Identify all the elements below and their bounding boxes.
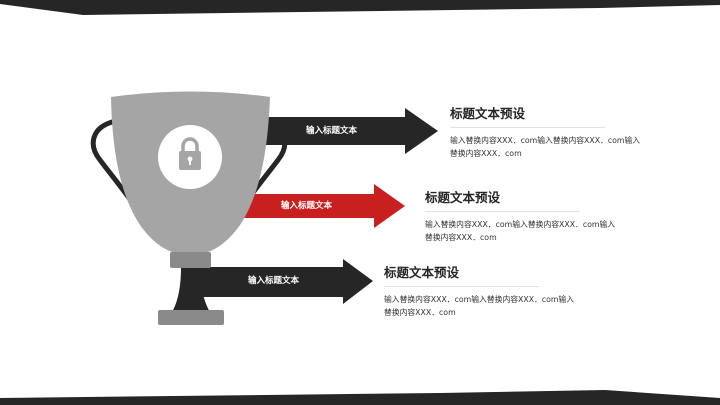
block-2-title: 标题文本预设 — [425, 191, 580, 212]
text-block-2: 标题文本预设 输入替换内容XXX．com输入替换内容XXX．com输入替换内容X… — [425, 191, 655, 244]
trophy-stem — [172, 268, 210, 312]
arrow-1 — [258, 108, 438, 154]
text-block-3: 标题文本预设 输入替换内容XXX．com输入替换内容XXX．com输入替换内容X… — [384, 266, 614, 319]
bottom-band — [0, 390, 720, 405]
trophy-base — [158, 310, 224, 325]
top-band — [0, 0, 720, 15]
block-3-title: 标题文本预设 — [384, 266, 539, 287]
arrow-2-label: 输入标题文本 — [281, 201, 333, 211]
block-1-body: 输入替换内容XXX．com输入替换内容XXX．com输入替换内容XXX．com — [450, 135, 641, 158]
arrow-3-label: 输入标题文本 — [248, 276, 300, 286]
lock-icon — [179, 137, 201, 170]
text-block-1: 标题文本预设 输入替换内容XXX．com输入替换内容XXX．com输入替换内容X… — [450, 107, 680, 160]
trophy-neck — [170, 252, 211, 268]
arrow-3 — [182, 259, 373, 304]
block-1-title: 标题文本预设 — [450, 107, 605, 128]
block-3-body: 输入替换内容XXX．com输入替换内容XXX．com输入替换内容XXX．com — [384, 294, 575, 317]
block-2-body: 输入替换内容XXX．com输入替换内容XXX．com输入替换内容XXX．com — [425, 219, 616, 242]
arrow-1-label: 输入标题文本 — [306, 126, 358, 136]
arrow-2 — [236, 184, 405, 228]
